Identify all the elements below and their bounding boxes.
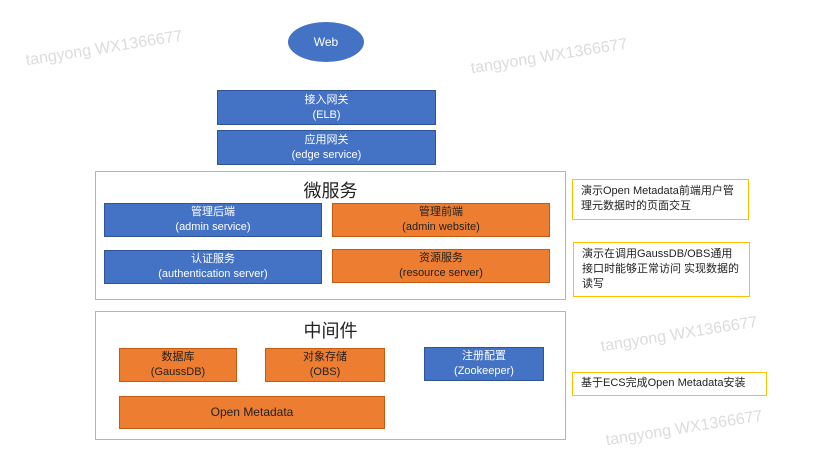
node-title: 对象存储 <box>303 351 347 363</box>
microservices-container: 微服务 <box>95 171 566 300</box>
node-sub: (OBS) <box>309 366 341 378</box>
node-sub: (resource server) <box>399 267 483 279</box>
authentication-server: 认证服务 (authentication server) <box>104 250 322 284</box>
node-sub: (edge service) <box>291 148 362 161</box>
gateway-edge: 应用网关 (edge service) <box>217 130 436 165</box>
note-frontend: 演示Open Metadata前端用户管理元数据时的页面交互 <box>572 179 749 220</box>
admin-service: 管理后端 (admin service) <box>104 203 322 237</box>
obs: 对象存储 (OBS) <box>265 348 385 382</box>
node-title: 接入网关 <box>304 93 349 106</box>
node-title: 数据库 <box>161 351 195 363</box>
node-sub: (admin service) <box>175 221 251 233</box>
gateway-elb: 接入网关 (ELB) <box>217 90 436 125</box>
gaussdb: 数据库 (GaussDB) <box>119 348 237 382</box>
node-sub: (authentication server) <box>158 268 268 280</box>
note-storage: 演示在调用GaussDB/OBS通用接口时能够正常访问 实现数据的读写 <box>573 242 750 297</box>
open-metadata: Open Metadata <box>119 396 385 429</box>
node-title: 管理前端 <box>419 206 463 218</box>
admin-website: 管理前端 (admin website) <box>332 203 550 237</box>
middleware-container: 中间件 <box>95 311 566 440</box>
watermark: tangyong WX1366677 <box>24 27 184 70</box>
node-sub: (GaussDB) <box>150 366 206 378</box>
watermark: tangyong WX1366677 <box>599 313 759 356</box>
node-sub: (Zookeeper) <box>454 365 514 377</box>
microservices-title: 微服务 <box>303 181 358 201</box>
watermark: tangyong WX1366677 <box>604 407 764 450</box>
node-title: 管理后端 <box>191 206 235 218</box>
node-title: 资源服务 <box>419 252 463 264</box>
resource-server: 资源服务 (resource server) <box>332 249 550 283</box>
note-install: 基于ECS完成Open Metadata安装 <box>572 372 767 396</box>
middleware-title: 中间件 <box>303 321 358 341</box>
node-title: 认证服务 <box>191 253 235 265</box>
node-title: 应用网关 <box>304 133 349 146</box>
web-node: Web <box>288 22 364 62</box>
node-title: 注册配置 <box>462 350 506 362</box>
node-title: Open Metadata <box>210 405 294 419</box>
zookeeper: 注册配置 (Zookeeper) <box>424 347 544 381</box>
node-sub: (ELB) <box>312 108 341 121</box>
node-sub: (admin website) <box>402 221 480 233</box>
watermark: tangyong WX1366677 <box>469 35 629 78</box>
